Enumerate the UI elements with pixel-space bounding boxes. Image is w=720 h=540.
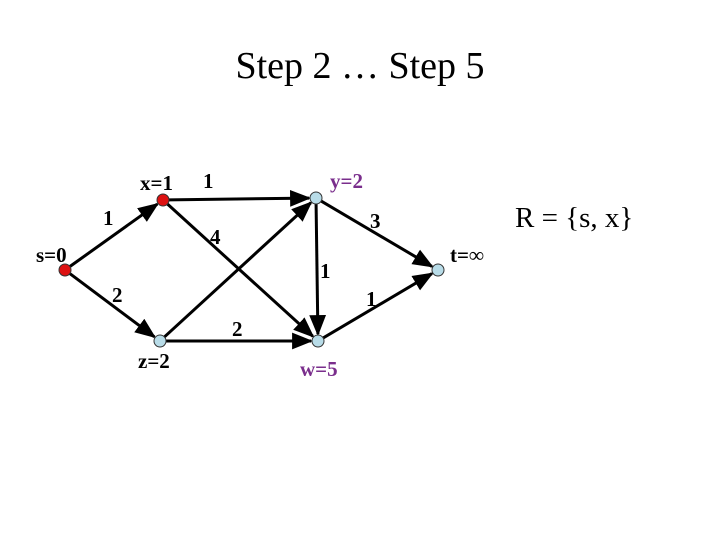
edge-s-x	[69, 202, 160, 268]
edge-weight-z-y: 1	[320, 259, 331, 283]
visited-set-label: R = {s, x}	[515, 202, 634, 234]
edge-weight-z-w: 2	[232, 317, 243, 341]
edge-w-t	[322, 272, 434, 340]
edge-weight-y-w: 1	[366, 287, 377, 311]
edge-y-t	[320, 199, 434, 268]
node-label-y: y=2	[330, 169, 363, 193]
node-t	[431, 263, 445, 277]
node-z	[153, 334, 167, 348]
node-label-w: w=5	[300, 357, 338, 381]
edge-weight-x-w: 4	[210, 225, 221, 249]
node-y	[309, 191, 323, 205]
node-x	[156, 193, 170, 207]
node-w	[311, 334, 325, 348]
node-label-s: s=0	[36, 243, 67, 267]
node-label-x: x=1	[140, 171, 173, 195]
edge-weights-layer: 1 2 1 4 1 2 1 3	[103, 169, 381, 341]
node-s	[58, 263, 72, 277]
edge-weight-y-t: 3	[370, 209, 381, 233]
edge-z-y	[163, 201, 313, 339]
node-labels-layer: s=0 x=1 y=2 z=2 w=5 t=∞	[36, 169, 484, 381]
edges-layer	[68, 189, 434, 350]
node-label-t: t=∞	[450, 243, 484, 267]
edge-s-z	[68, 272, 157, 339]
edge-weight-s-x: 1	[103, 206, 114, 230]
nodes-layer	[58, 191, 445, 348]
edge-weight-x-y: 1	[203, 169, 214, 193]
slide-title: Step 2 … Step 5	[235, 45, 485, 87]
edge-x-w	[166, 202, 315, 338]
edge-x-y	[168, 189, 312, 207]
edge-weight-s-z: 2	[112, 283, 123, 307]
node-label-z: z=2	[138, 349, 170, 373]
edge-y-w	[309, 203, 327, 337]
